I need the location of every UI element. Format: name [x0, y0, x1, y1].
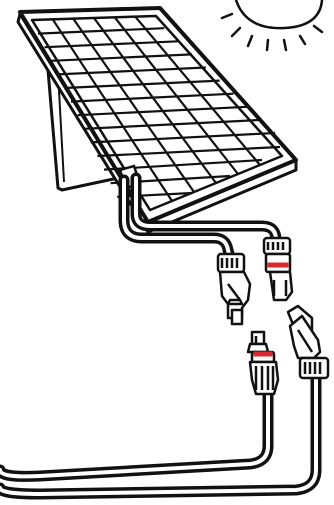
connector-icon [264, 238, 292, 300]
cables [0, 178, 316, 494]
connector-icon [218, 254, 250, 324]
sun-icon [222, 0, 322, 50]
connector-icon [288, 306, 328, 378]
connector-icon [248, 332, 278, 394]
connector-band [268, 263, 288, 267]
connector-band [254, 352, 272, 356]
